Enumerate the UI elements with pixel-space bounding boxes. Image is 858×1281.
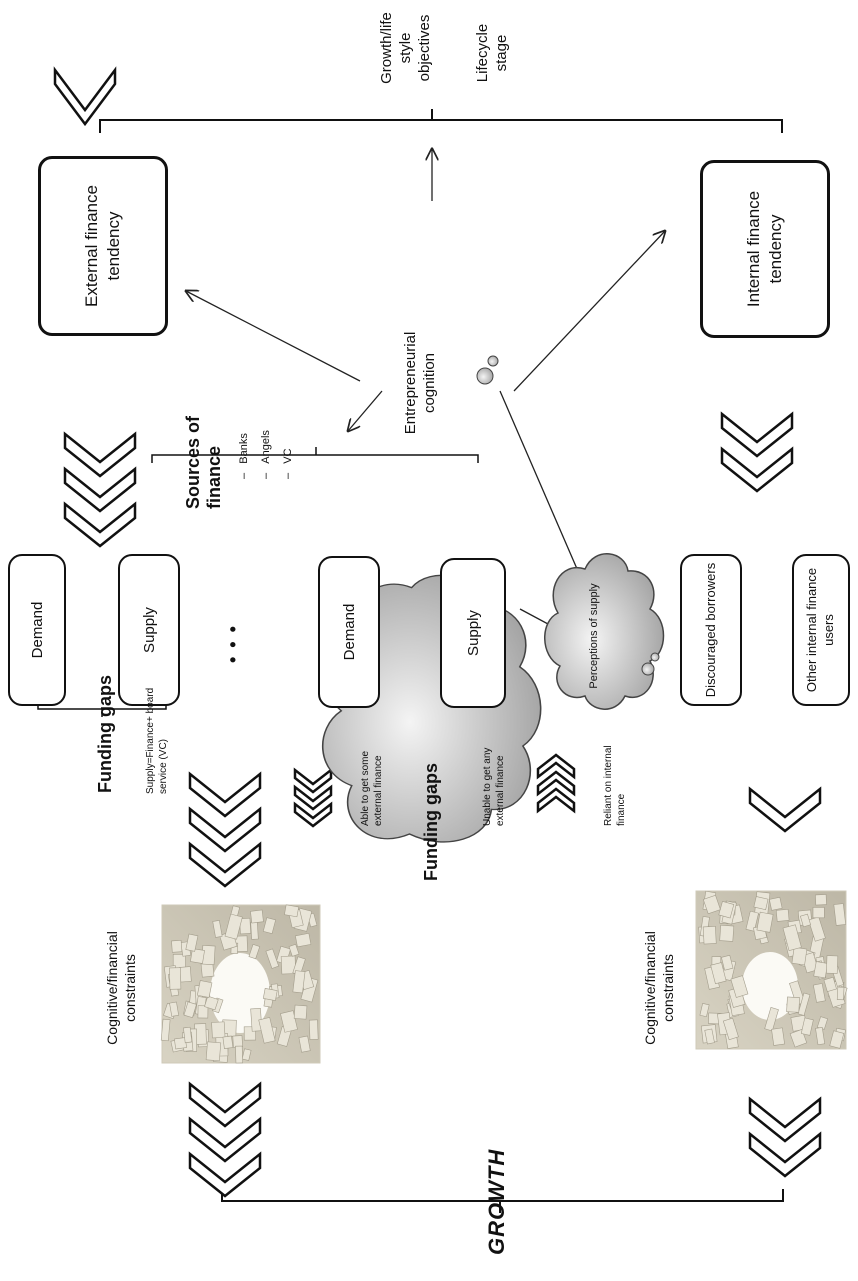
chevron-growth-right bbox=[748, 1131, 822, 1178]
constraints-lower-label: Cognitive/financial constraints bbox=[642, 931, 676, 1045]
discouraged-borrowers-box: Discouraged borrowers bbox=[680, 554, 742, 706]
discouraged-borrowers-label: Discouraged borrowers bbox=[702, 562, 718, 698]
supply-label: Supply bbox=[464, 610, 482, 656]
chevron-reliant bbox=[748, 786, 822, 833]
sources-item: – VC bbox=[281, 448, 294, 479]
other-internal-box: Other internal finance users bbox=[792, 554, 850, 706]
sources-heading: Sources of finance bbox=[183, 415, 224, 509]
sources-bracket bbox=[151, 447, 479, 463]
bottom-bracket bbox=[99, 109, 783, 133]
chevron-unable bbox=[536, 753, 576, 780]
demand-vc-box: Demand bbox=[8, 554, 66, 706]
ellipsis: • • • bbox=[223, 624, 243, 663]
chevron-able bbox=[293, 801, 333, 828]
sources-list: – Banks – Angels – VC bbox=[238, 430, 295, 479]
lifecycle-label: Lifecycle stage bbox=[474, 23, 510, 83]
funding-gaps-label-top: Funding gaps bbox=[95, 675, 115, 793]
internal-finance-box: Internal finance tendency bbox=[700, 160, 830, 338]
supply-vc-label: Supply bbox=[140, 607, 158, 653]
cognition-arrows bbox=[186, 149, 665, 639]
chevron-external bbox=[63, 431, 137, 478]
sources-item: – Banks bbox=[238, 433, 250, 479]
chevron-funding-top bbox=[188, 771, 262, 818]
chevron-growth-left bbox=[188, 1151, 262, 1198]
internal-finance-label: Internal finance tendency bbox=[743, 190, 785, 308]
unable-note: Unable to get any external finance bbox=[482, 747, 506, 826]
supply-box: Supply bbox=[440, 558, 506, 708]
chevron-growth-left bbox=[188, 1081, 262, 1128]
external-finance-box: External finance tendency bbox=[38, 156, 168, 336]
chevron-funding-top bbox=[188, 806, 262, 853]
reliant-note: Reliant on internal finance bbox=[603, 745, 627, 826]
chevron-internal bbox=[720, 446, 794, 493]
perceptions-cloud bbox=[544, 553, 665, 710]
cognition-label: Entrepreneurial cognition bbox=[402, 331, 438, 435]
chevron-unable bbox=[536, 787, 576, 814]
funding-gaps-label-mid: Funding gaps bbox=[421, 763, 441, 881]
vc-note: Supply=Finance+ board service (VC) bbox=[145, 687, 169, 794]
chevron-external bbox=[63, 466, 137, 513]
able-note: Able to get some external finance bbox=[360, 750, 384, 826]
chevron-external bbox=[63, 501, 137, 548]
perceptions-label: Perceptions of supply bbox=[588, 583, 600, 689]
other-internal-label: Other internal finance users bbox=[804, 567, 836, 693]
chevron-groups bbox=[63, 411, 822, 1198]
wall-image-upper bbox=[160, 904, 321, 1064]
chevron-growth-right bbox=[748, 1096, 822, 1143]
demand-vc-label: Demand bbox=[28, 601, 46, 659]
chevrons-external-large bbox=[53, 66, 117, 127]
growth-title: GROWTH bbox=[484, 1148, 509, 1255]
chevron-able bbox=[293, 767, 333, 794]
objectives-label: Growth/life style objectives bbox=[378, 12, 433, 84]
demand-label: Demand bbox=[340, 603, 358, 661]
sources-item: – Angels bbox=[259, 430, 272, 479]
chevron-growth-left bbox=[188, 1116, 262, 1163]
demand-box: Demand bbox=[318, 556, 380, 708]
wall-image-lower bbox=[695, 890, 848, 1050]
constraints-upper-label: Cognitive/financial constraints bbox=[104, 931, 138, 1045]
external-finance-label: External finance tendency bbox=[81, 185, 123, 307]
chevron-unable bbox=[536, 770, 576, 797]
chevron-able bbox=[293, 784, 333, 811]
chevron-funding-top bbox=[188, 841, 262, 888]
chevron-internal bbox=[720, 411, 794, 458]
